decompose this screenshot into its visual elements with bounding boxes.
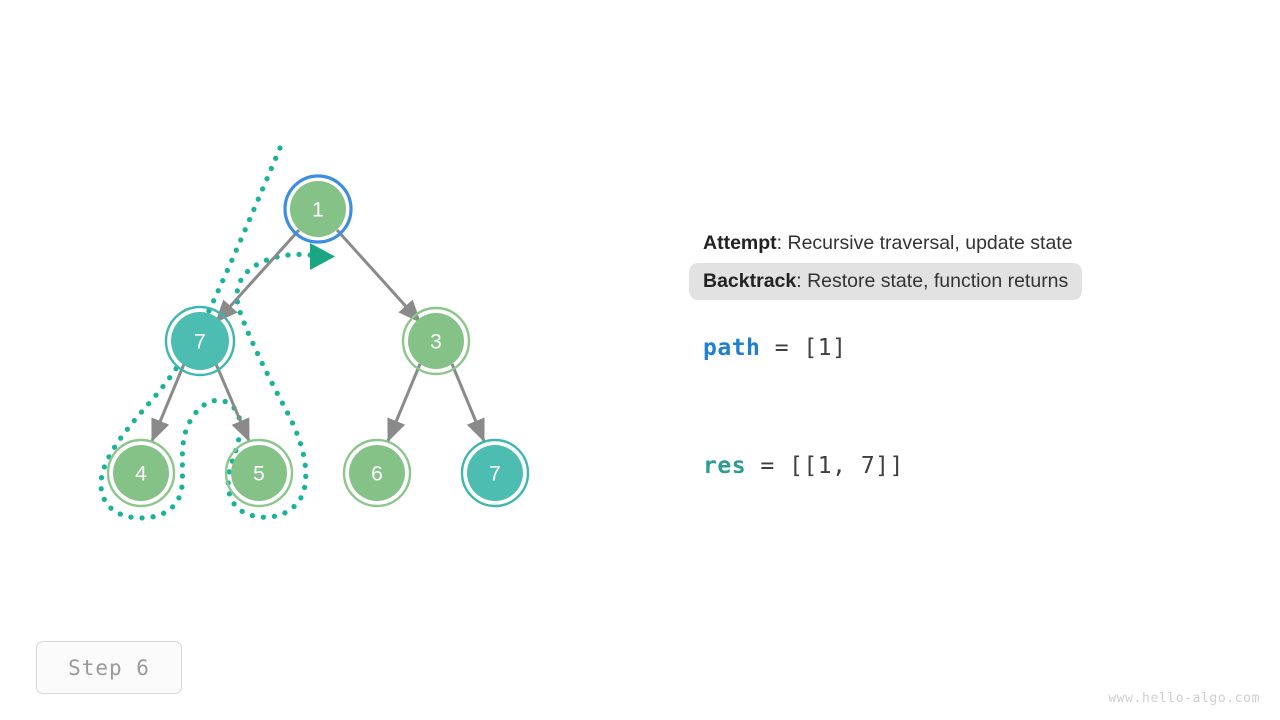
tree-node-7-n7r[interactable]: 7 [460,438,530,508]
node-value-label: 4 [135,463,147,486]
tree-node-3-n3[interactable]: 3 [401,306,471,376]
backtrack-text: : Restore state, function returns [796,269,1069,292]
backtrack-arrow-head [310,243,335,270]
tree-node-7-n7l[interactable]: 7 [164,305,236,377]
attempt-text: : Recursive traversal, update state [776,232,1073,254]
edge-7-to-5 [214,363,251,443]
edge-1-to-7 [214,228,301,324]
node-circle [231,445,287,501]
node-ring [460,438,530,508]
attempt-description: Attempt: Recursive traversal, update sta… [703,225,1223,263]
node-ring [401,306,471,376]
node-value-label: 3 [430,331,442,354]
node-circle [171,312,229,370]
edge-3-to-6 [386,363,422,443]
step-label: Step 6 [68,655,150,680]
edge-7-to-4 [150,363,186,443]
edge-1-to-3 [335,228,422,324]
tree-edges [150,228,486,443]
tree-node-4-n4[interactable]: 4 [106,438,176,508]
tree-node-5-n5[interactable]: 5 [224,438,294,508]
node-ring [224,438,294,508]
edge-3-to-7r [450,363,486,443]
node-value-label: 5 [253,463,265,486]
res-variable-value: = [[1, 7]] [746,453,904,479]
backtrack-keyword: Backtrack [703,269,797,292]
node-value-label: 7 [489,463,501,486]
path-variable-name: path [703,335,761,361]
res-variable-name: res [703,453,747,479]
node-circle [349,445,405,501]
node-ring [164,305,236,377]
node-circle [113,445,169,501]
step-badge: Step 6 [36,641,182,694]
tree-nodes: 1 7 3 4 5 6 7 [106,174,530,508]
state-code-block: path = [1] res = [[1, 7]] [703,328,1223,486]
node-value-label: 6 [371,463,383,486]
tree-node-1-n1[interactable]: 1 [283,174,353,244]
res-state-line: res = [[1, 7]] [703,446,1223,486]
node-value-label: 7 [194,331,206,354]
path-state-line: path = [1] [703,328,1223,368]
node-ring [342,438,412,508]
node-value-label: 1 [312,199,324,222]
backtrack-path [98,145,335,521]
explanation-panel: Attempt: Recursive traversal, update sta… [689,225,1223,300]
backtrack-description: Backtrack: Restore state, function retur… [689,262,1083,300]
tree-node-6-n6[interactable]: 6 [342,438,412,508]
node-circle [467,445,523,501]
node-ring [283,174,353,244]
node-ring [106,438,176,508]
code-spacer [703,368,1223,446]
path-variable-value: = [1] [760,335,847,361]
attempt-keyword: Attempt [703,232,777,254]
node-circle [290,181,346,237]
node-circle [408,313,464,369]
watermark: www.hello-algo.com [1108,691,1260,706]
backtrack-dotted-curve [98,145,321,521]
